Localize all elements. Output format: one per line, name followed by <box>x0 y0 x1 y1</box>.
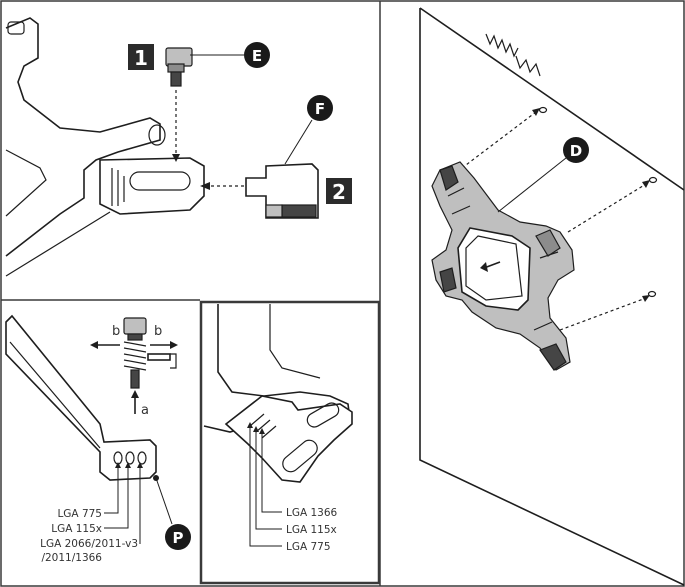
socket-leaders-mid <box>247 422 282 547</box>
bracket-slot <box>7 21 25 35</box>
screw-insert-arrowhead <box>172 154 180 162</box>
adapter-insert-arrowhead <box>200 182 210 190</box>
slot-panel-bracket-outline <box>217 304 351 421</box>
spring-screw <box>123 317 177 389</box>
bracket-edge-left <box>5 149 47 217</box>
slot-plate <box>224 395 353 483</box>
callout-p-label: P <box>173 529 184 547</box>
label-b-left: b <box>112 324 120 339</box>
board-hole-1 <box>538 106 548 114</box>
step-1-badge <box>128 44 154 70</box>
callout-p <box>165 524 191 550</box>
callout-f-leader <box>284 119 313 165</box>
step-2-badge <box>326 178 352 204</box>
arrow-b-left-head <box>90 341 98 349</box>
callout-p-anchor <box>153 475 159 481</box>
motherboard-plane <box>419 7 685 586</box>
callout-f-label: F <box>315 100 325 118</box>
label-b-right: b <box>154 324 162 339</box>
socket-label-left-2: LGA 115x <box>51 523 102 535</box>
callout-d <box>563 137 589 163</box>
label-a: a <box>141 403 149 418</box>
centre-arrowhead <box>480 262 488 272</box>
screw-paths <box>461 108 650 331</box>
bracket-arm-slot <box>129 171 191 191</box>
bracket-edge-lower <box>5 211 111 277</box>
step-2-number: 2 <box>332 180 346 204</box>
socket-label-mid-3: LGA 775 <box>286 541 331 553</box>
callout-d-label: D <box>570 142 582 160</box>
socket-label-left-3: LGA 2066/2011-v3 <box>40 538 138 550</box>
panel-adapter-assembly: 1 E F 2 <box>5 17 352 277</box>
arrow-b-right-head <box>170 341 178 349</box>
callout-d-leader <box>497 157 567 213</box>
socket-leaders-left <box>104 462 143 544</box>
board-hole-2 <box>648 176 658 184</box>
panel-board-mount: D <box>419 7 685 586</box>
bracket-arm-edges <box>111 168 125 206</box>
slot-panel-bracket-inner <box>269 304 321 379</box>
arrow-a-head <box>131 390 139 398</box>
socket-label-mid-2: LGA 115x <box>286 524 337 536</box>
panel-sliding-pin: b b a LGA 775 LGA 115x LGA 2066/2011-v3 … <box>5 314 191 564</box>
diagonal-arm <box>5 314 157 481</box>
bracket-hole-upper <box>148 124 166 146</box>
socket-label-left-1: LGA 775 <box>57 508 102 520</box>
callout-e <box>244 42 270 68</box>
backplate <box>431 161 575 371</box>
board-edge-components <box>485 33 541 77</box>
panel-slot-positions: LGA 1366 LGA 115x LGA 775 <box>203 304 353 553</box>
callout-p-leader <box>155 477 173 525</box>
mounting-bracket <box>5 17 161 257</box>
adapter-block <box>245 163 319 219</box>
callout-e-label: E <box>252 47 262 65</box>
socket-label-left-4: /2011/1366 <box>41 552 102 564</box>
standoff-screw <box>165 47 193 87</box>
callout-f <box>307 95 333 121</box>
board-hole-3 <box>647 290 657 298</box>
socket-label-mid-1: LGA 1366 <box>286 507 338 519</box>
step-1-number: 1 <box>134 46 148 70</box>
diagonal-arm-edge <box>9 341 101 449</box>
